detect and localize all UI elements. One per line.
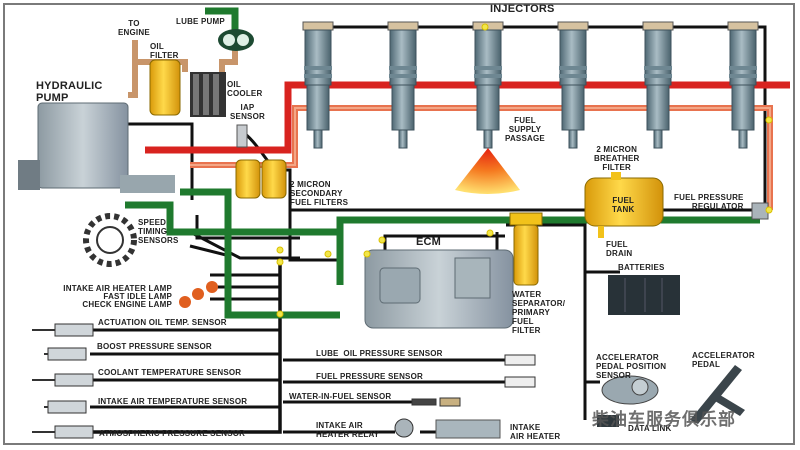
lamp-label-fast-idle: FAST IDLE LAMP — [103, 292, 172, 301]
sensor-probe — [44, 400, 87, 414]
sensor-label-boost-pressure: BOOST PRESSURE SENSOR — [97, 342, 212, 351]
injector — [472, 21, 504, 149]
watermark: 柴油车服务俱乐部 — [592, 410, 736, 430]
water-in-fuel-sensor-label: WATER-IN-FUEL SENSOR — [289, 392, 392, 401]
batteries — [608, 275, 680, 315]
high-pressure-oil-rail — [145, 81, 790, 154]
hydraulic-pump — [18, 102, 175, 193]
data-link-label: DATA LINK — [628, 424, 672, 433]
injector — [727, 21, 759, 149]
secondary-fuel-filters — [235, 159, 287, 199]
lamp-label-check-engine: CHECK ENGINE LAMP — [82, 300, 172, 309]
breather-filter-label: 2 MICRON BREATHER FILTER — [594, 145, 640, 172]
speed-timing-sensors-label: SPEED TIMING SENSORS — [138, 218, 179, 245]
wire-junctions — [276, 23, 773, 318]
oil-cooler — [190, 72, 226, 117]
hydraulic-pump-label: HYDRAULIC PUMP — [36, 80, 103, 104]
fuel-tank — [584, 172, 664, 238]
injector — [642, 21, 674, 149]
ecm-module — [364, 249, 514, 329]
data-link-connector — [597, 415, 619, 427]
left-sensors — [32, 323, 94, 439]
intake-air-heater-relay-label: INTAKE AIR HEATER RELAY — [316, 421, 380, 439]
accelerator-pedal-label: ACCELERATOR PEDAL — [692, 351, 755, 369]
water-separator — [509, 212, 543, 286]
sensor-label-atmospheric-pressure: ATMOSPHERIC PRESSURE SENSOR — [99, 429, 246, 438]
fuel-pressure-regulator — [751, 202, 769, 220]
oil-cooler-label: OIL COOLER — [227, 80, 263, 98]
lamp-label-intake-air-heater: INTAKE AIR HEATER LAMP — [63, 284, 172, 293]
oil-filter-label: OIL FILTER — [150, 42, 179, 60]
intake-air-heater-label: INTAKE AIR HEATER — [510, 423, 561, 441]
right-sensors — [411, 354, 536, 407]
accelerator-pedal-position-sensor-label: ACCELERATOR PEDAL POSITION SENSOR — [596, 353, 667, 380]
sensor-label-actuation-oil-temp: ACTUATION OIL TEMP. SENSOR — [98, 318, 227, 327]
injector — [387, 21, 419, 149]
accelerator-pedal-position-sensor — [601, 375, 659, 405]
iap-sensor-label: IAP SENSOR — [230, 103, 265, 121]
injector — [557, 21, 589, 149]
intake-air-heater-lamp — [206, 281, 218, 293]
injector-wiring — [290, 25, 767, 212]
speed-timing-gear — [83, 213, 137, 267]
iap-sensor — [236, 124, 248, 148]
fuel-drain-label: FUEL DRAIN — [606, 240, 633, 258]
injectors-title: INJECTORS — [490, 3, 555, 15]
fuel-pressure-sensor-label: FUEL PRESSURE SENSOR — [316, 372, 423, 381]
wiring-harness — [90, 25, 767, 434]
sensor-probe — [44, 347, 87, 361]
intake-air-heater-relay — [394, 418, 414, 438]
fuel-pressure-regulator-label: FUEL PRESSURE REGULATOR — [674, 193, 744, 211]
injectors — [302, 21, 759, 149]
sensor-label-coolant-temperature: COOLANT TEMPERATURE SENSOR — [98, 368, 242, 377]
injector — [302, 21, 334, 149]
water-separator-label: WATER SEPARATOR/ PRIMARY FUEL FILTER — [512, 290, 566, 335]
sensor-label-intake-air-temperature: INTAKE AIR TEMPERATURE SENSOR — [98, 397, 248, 406]
lube-pump-label: LUBE PUMP — [176, 17, 225, 26]
oil-filter — [149, 59, 181, 116]
sensor-probe — [32, 425, 94, 439]
to-engine-label: TO ENGINE — [118, 19, 150, 37]
fuel-spray — [455, 148, 520, 194]
fuel-supply-passage-label: FUEL SUPPLY PASSAGE — [505, 116, 545, 143]
fast-idle-lamp — [192, 288, 204, 300]
secondary-fuel-filters-label: 2 MICRON SECONDARY FUEL FILTERS — [290, 180, 349, 207]
sensor-probe — [32, 323, 94, 337]
lube-oil-pressure-sensor-label: LUBE OIL PRESSURE SENSOR — [316, 349, 443, 358]
sensor-probe — [32, 373, 94, 387]
check-engine-lamp — [179, 296, 191, 308]
accelerator-pedal — [690, 365, 745, 424]
fuel-tank-label: FUEL TANK — [612, 196, 635, 214]
ecm-label: ECM — [416, 236, 442, 248]
intake-air-heater — [435, 419, 501, 439]
lube-pump — [218, 29, 254, 51]
batteries-label: BATTERIES — [618, 263, 665, 272]
